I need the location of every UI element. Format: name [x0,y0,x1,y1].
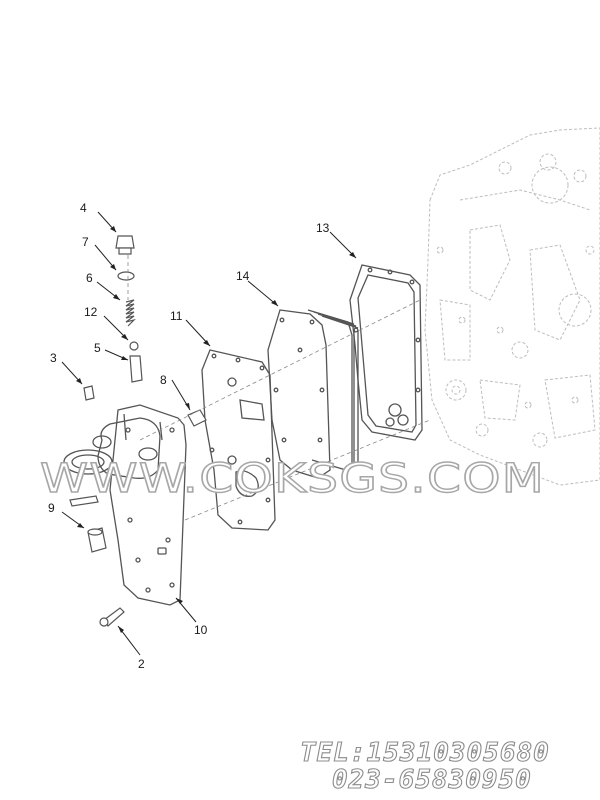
label-13: 13 [316,221,330,235]
leader-arrows [61,211,357,656]
label-12: 12 [84,305,98,319]
label-9: 9 [48,501,55,515]
callout-labels: 4 7 6 12 5 3 8 11 14 13 9 10 2 [48,201,330,671]
engine-block [424,127,600,486]
watermark-tel: TEL:15310305680 [299,737,550,768]
label-14: 14 [236,269,250,283]
watermark-url: WWW.COKSGS.COM [40,456,545,502]
label-10: 10 [194,623,208,637]
label-11: 11 [170,309,183,323]
watermark-phone: 023-65830950 [331,764,532,795]
label-6: 6 [86,271,93,285]
oil-filter-head-10 [63,404,187,606]
label-7: 7 [82,235,89,249]
gasket-13 [349,264,423,441]
label-2: 2 [138,657,145,671]
gasket-11 [201,349,276,531]
alignment-lines [127,255,431,521]
label-3: 3 [50,351,57,365]
small-parts [69,235,207,627]
label-8: 8 [160,373,167,387]
arrow-heads [76,226,356,633]
label-4: 4 [80,201,87,215]
oil-cooler-core-14 [267,309,359,479]
label-5: 5 [94,341,101,355]
